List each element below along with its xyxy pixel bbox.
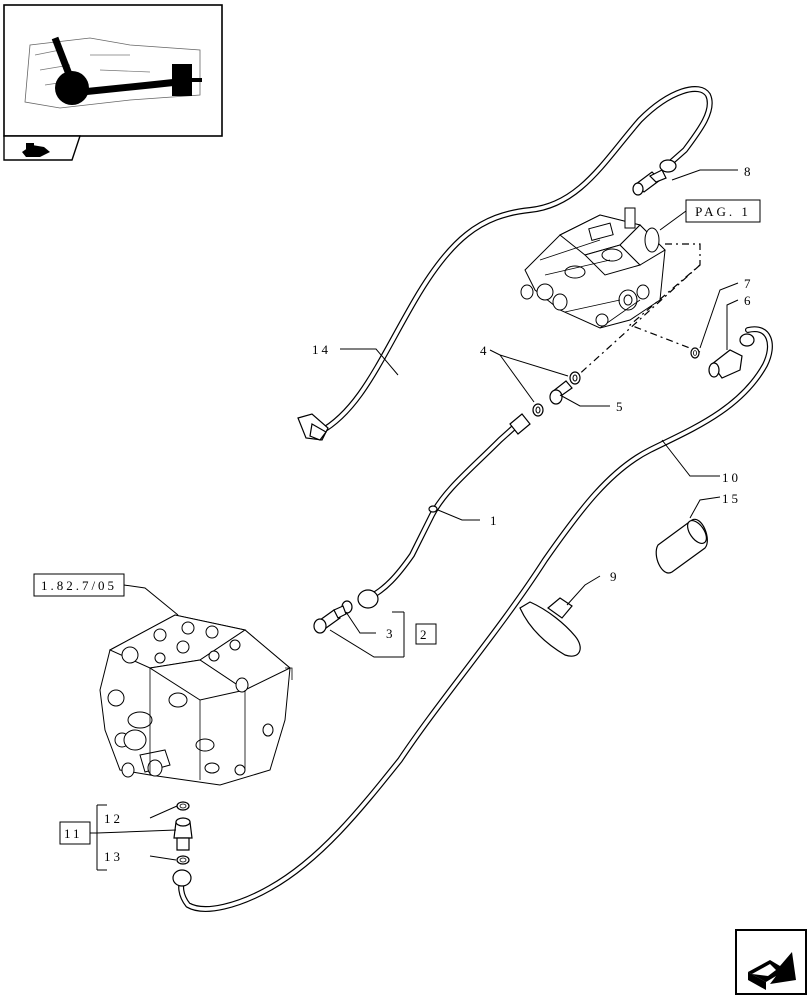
callout-10: 10 xyxy=(722,470,741,485)
centerlines xyxy=(574,243,701,379)
leader-lines xyxy=(90,169,739,871)
callout-12: 12 xyxy=(104,811,123,826)
pipe-1 xyxy=(357,413,531,609)
callouts: 1 2 3 4 5 6 7 8 9 10 11 12 13 14 15 xyxy=(59,164,754,864)
callout-2: 2 xyxy=(420,627,430,642)
callout-5: 5 xyxy=(616,399,626,414)
fitting-3 xyxy=(313,600,353,634)
callout-7: 7 xyxy=(744,276,754,291)
callout-6: 6 xyxy=(744,293,754,308)
callout-15: 15 xyxy=(722,491,741,506)
callout-3: 3 xyxy=(386,626,396,641)
callout-13: 13 xyxy=(104,849,123,864)
ref-box-pag1[interactable]: PAG. 1 xyxy=(685,199,761,223)
svg-text:PAG. 1: PAG. 1 xyxy=(695,204,751,219)
fitting-8 xyxy=(632,169,667,196)
elbow-fitting-6 xyxy=(690,347,743,379)
ref-box-section[interactable]: 1.82.7/05 xyxy=(33,573,125,597)
callout-8: 8 xyxy=(744,164,754,179)
fitting-11-group xyxy=(173,801,193,865)
svg-text:1.82.7/05: 1.82.7/05 xyxy=(41,578,117,593)
callout-4: 4 xyxy=(480,343,490,358)
callout-1: 1 xyxy=(490,513,500,528)
control-valve-upper xyxy=(520,207,666,329)
tractor-section-icon xyxy=(22,143,50,157)
callout-11: 11 xyxy=(64,826,83,841)
next-page-arrow-icon xyxy=(748,952,796,990)
callout-9: 9 xyxy=(610,569,620,584)
pipe-14 xyxy=(297,86,713,441)
sleeve-15 xyxy=(655,518,708,574)
callout-14: 14 xyxy=(312,342,331,357)
clamp-9 xyxy=(519,597,581,657)
next-page-button[interactable] xyxy=(735,929,807,995)
pipe-10 xyxy=(172,326,773,912)
thumbnail-frame xyxy=(3,4,223,161)
tractor-location-thumbnail xyxy=(24,36,202,109)
callout-11-box xyxy=(59,821,91,845)
callout-2-box xyxy=(415,623,437,645)
control-valve-lower xyxy=(99,614,293,786)
fitting-5-group xyxy=(532,371,581,417)
